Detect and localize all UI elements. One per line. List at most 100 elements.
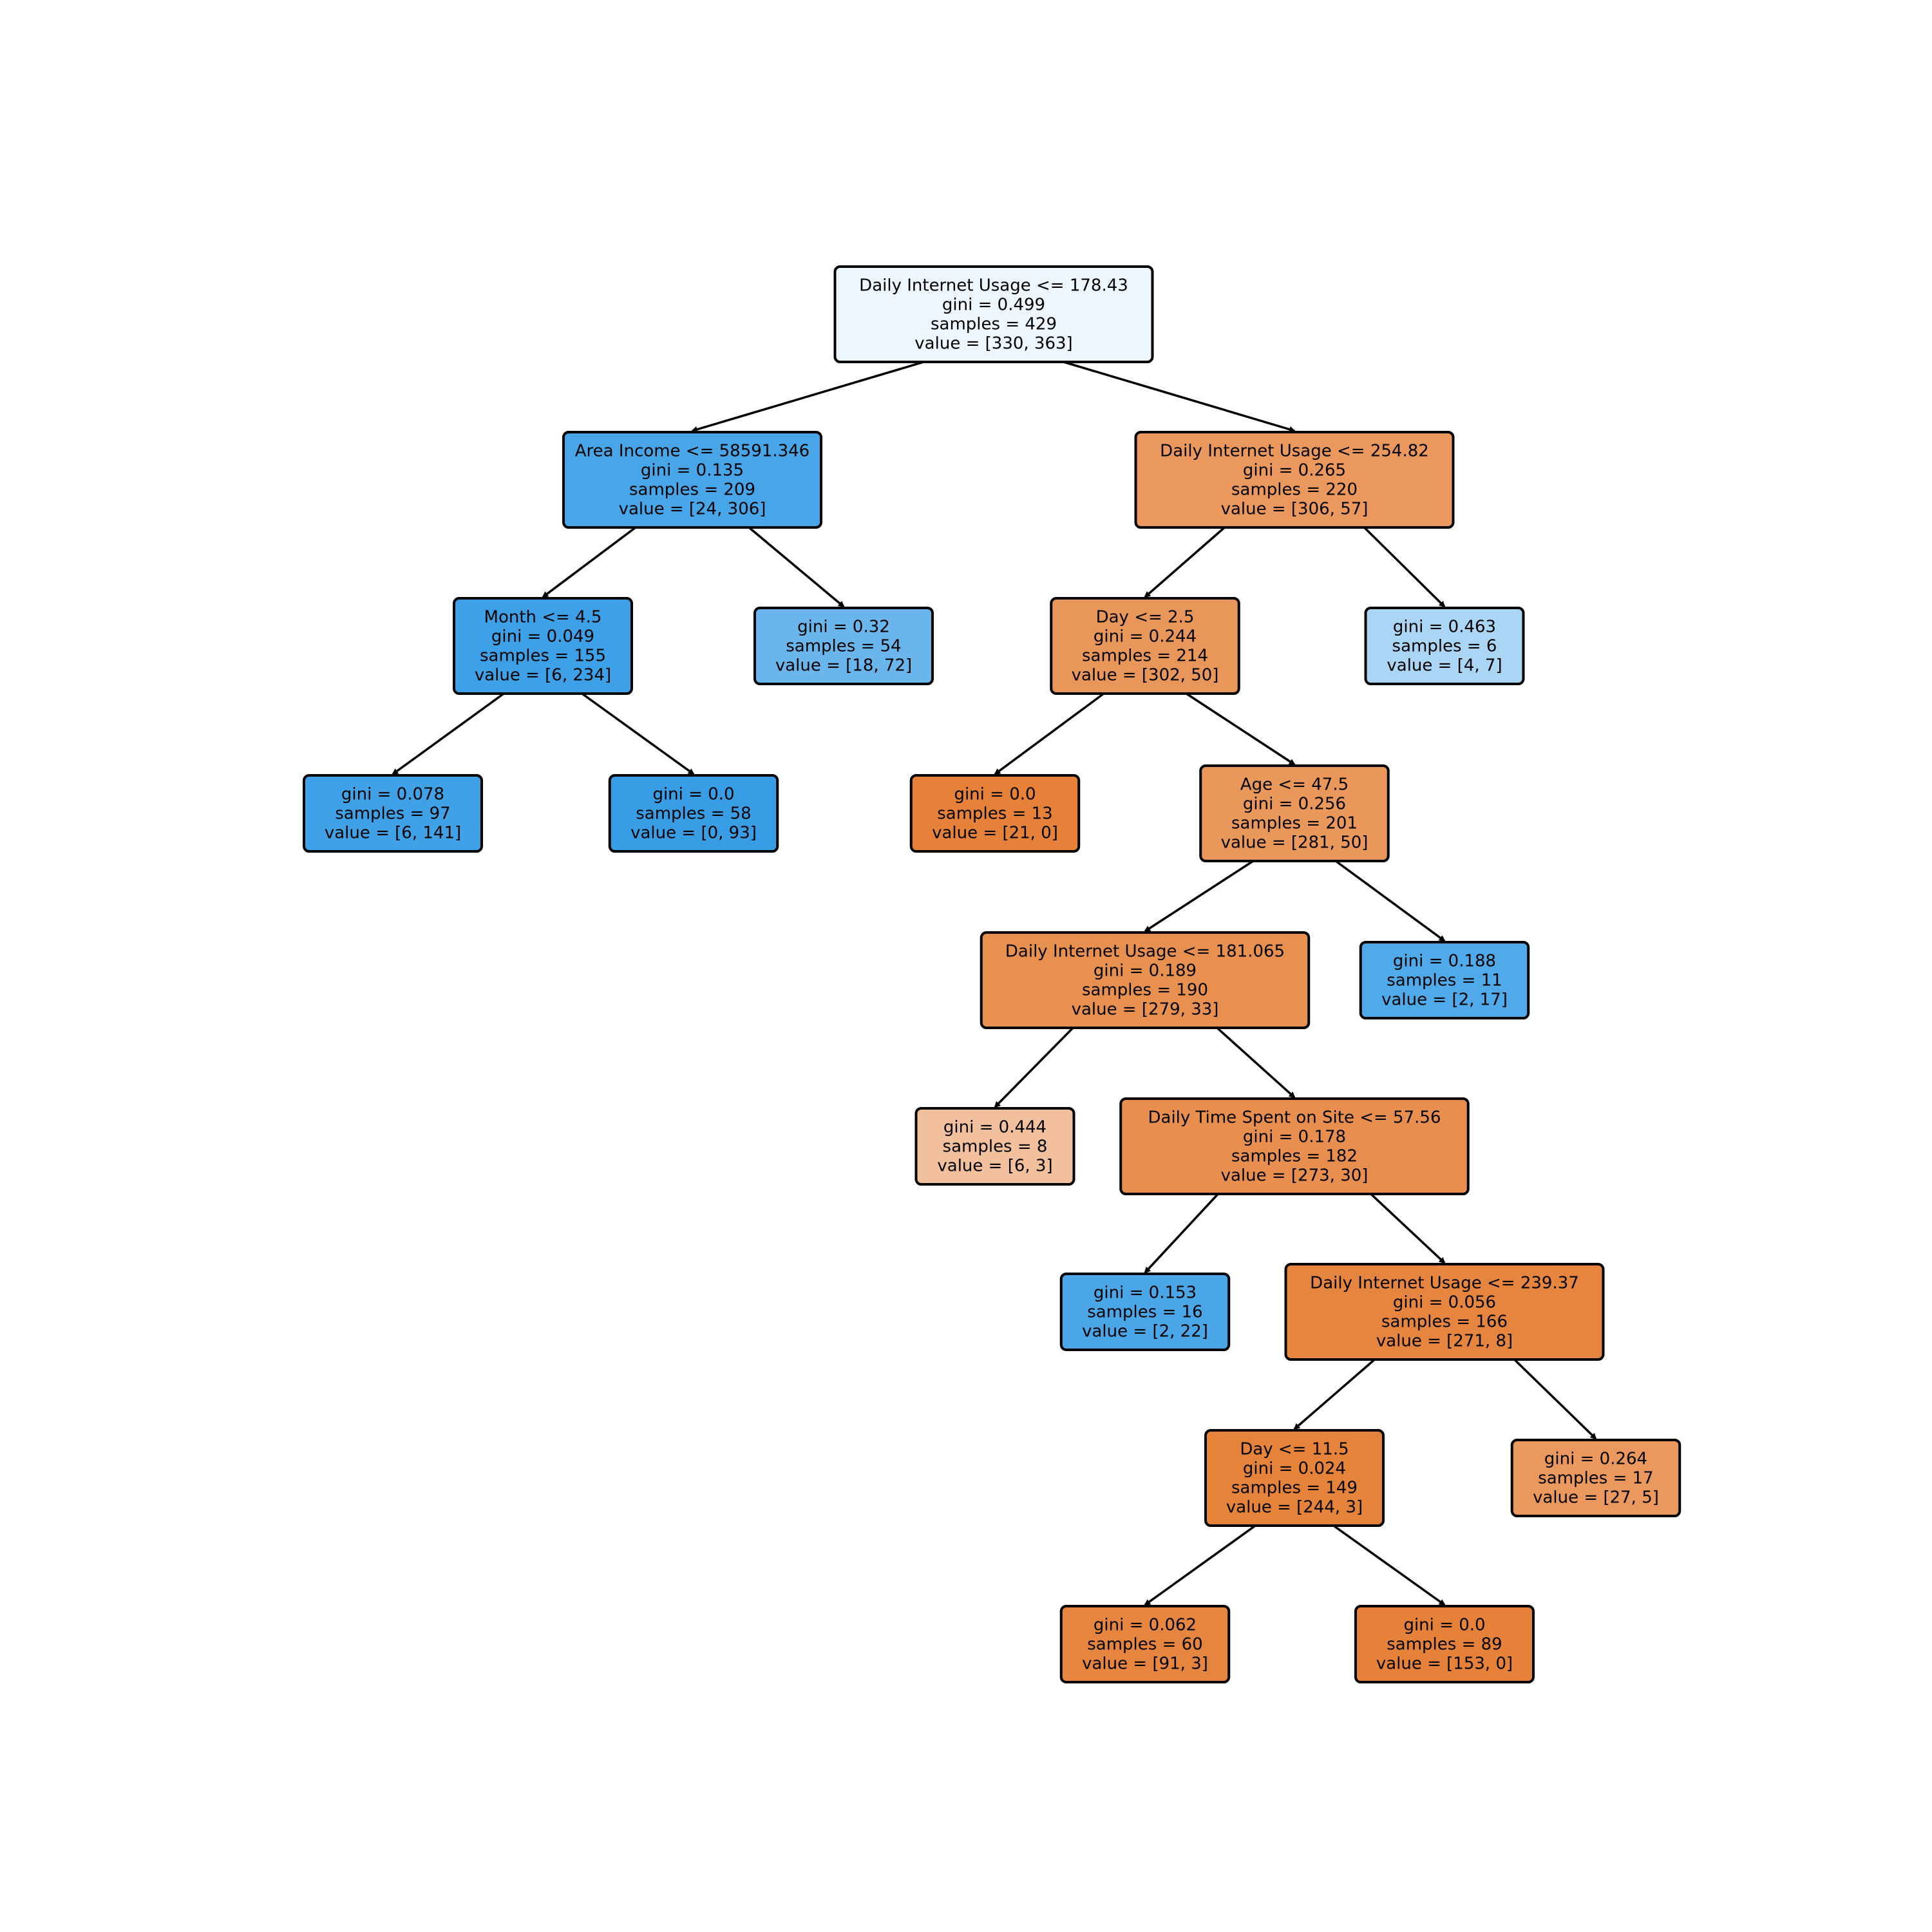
node-stat-line: value = [271, 8] (1376, 1331, 1513, 1350)
node-box (303, 774, 483, 853)
node-stat-line: samples = 17 (1538, 1468, 1653, 1488)
node-stat-line: gini = 0.32 (797, 617, 890, 636)
node-stat-line: gini = 0.0 (652, 784, 734, 804)
node-split-rule: Age <= 47.5 (1240, 775, 1349, 794)
node-stat-line: samples = 6 (1392, 636, 1497, 656)
node-stat-line: samples = 182 (1231, 1146, 1358, 1166)
node-stat-line: gini = 0.265 (1243, 460, 1346, 480)
node-stat-line: value = [153, 0] (1376, 1654, 1513, 1673)
node-box (1364, 607, 1525, 685)
node-split-rule: Daily Internet Usage <= 178.43 (859, 276, 1128, 295)
node-stat-line: samples = 8 (943, 1137, 1048, 1156)
node-stat-line: value = [0, 93] (630, 823, 757, 842)
node-stat-line: gini = 0.0 (954, 784, 1036, 804)
node-stat-line: samples = 16 (1087, 1302, 1202, 1321)
node-stat-line: gini = 0.049 (491, 627, 594, 646)
node-stat-line: gini = 0.244 (1094, 627, 1197, 646)
node-box (914, 1107, 1075, 1186)
edge-n2-n3 (392, 692, 505, 775)
node-split-rule: Month <= 4.5 (484, 607, 602, 627)
node-split-rule: Daily Time Spent on Site <= 57.56 (1148, 1108, 1441, 1127)
node-stat-line: value = [4, 7] (1387, 656, 1502, 675)
edge-n7-n8 (994, 692, 1104, 775)
tree-nodes: Daily Internet Usage <= 178.43 gini = 0.4… (303, 265, 1681, 1683)
node-stat-line: gini = 0.264 (1544, 1449, 1647, 1468)
node-stat-line: value = [6, 234] (475, 665, 611, 685)
node-stat-line: gini = 0.188 (1393, 951, 1496, 971)
node-stat-line: samples = 97 (335, 804, 450, 823)
node-stat-line: value = [91, 3] (1082, 1654, 1208, 1673)
node-stat-line: samples = 58 (636, 804, 751, 823)
node-stat-line: gini = 0.444 (943, 1117, 1046, 1137)
node-stat-line: value = [281, 50] (1221, 833, 1368, 852)
node-box (1359, 941, 1530, 1019)
node-stat-line: gini = 0.0 (1403, 1615, 1485, 1634)
edge-n9-n10 (1144, 860, 1254, 933)
node-box (1119, 1097, 1470, 1195)
node-stat-line: value = [21, 0] (932, 823, 1058, 842)
node-box (608, 774, 779, 853)
node-stat-line: value = [2, 17] (1381, 990, 1508, 1009)
node-stat-line: samples = 214 (1082, 646, 1208, 665)
node-box (1284, 1263, 1605, 1361)
node-stat-line: samples = 155 (480, 646, 606, 665)
node-stat-line: samples = 11 (1387, 971, 1502, 990)
edge-n12-n14 (1370, 1193, 1446, 1264)
node-box (753, 607, 934, 685)
node-box (1134, 431, 1455, 529)
node-stat-line: samples = 429 (931, 314, 1057, 334)
node-stat-line: samples = 209 (629, 480, 755, 499)
node-box (1354, 1605, 1535, 1683)
node-split-rule: Day <= 2.5 (1096, 607, 1195, 627)
edge-n12-n13 (1144, 1193, 1219, 1274)
node-stat-line: gini = 0.062 (1094, 1615, 1197, 1634)
edge-n10-n12 (1216, 1027, 1296, 1099)
node-box (1050, 597, 1240, 695)
node-stat-line: value = [27, 5] (1533, 1488, 1659, 1507)
node-stat-line: value = [6, 3] (937, 1156, 1052, 1175)
node-split-rule: Daily Internet Usage <= 254.82 (1160, 441, 1429, 460)
edge-n10-n11 (994, 1027, 1074, 1108)
node-stat-line: samples = 60 (1087, 1634, 1202, 1654)
node-split-rule: Daily Internet Usage <= 239.37 (1310, 1273, 1579, 1293)
node-box (1510, 1439, 1681, 1517)
node-stat-line: value = [6, 141] (325, 823, 461, 842)
edge-n1-n5 (748, 526, 845, 608)
node-box (1059, 1273, 1231, 1351)
node-stat-line: value = [24, 306] (619, 499, 766, 518)
edge-n15-n16 (1144, 1524, 1256, 1606)
edge-n9-n19 (1335, 860, 1446, 942)
edge-n1-n2 (542, 526, 637, 598)
node-box (980, 931, 1311, 1029)
node-box (453, 597, 633, 695)
node-box (909, 774, 1081, 853)
node-stat-line: value = [330, 363] (914, 334, 1072, 353)
edge-n6-n7 (1144, 526, 1226, 598)
node-stat-line: samples = 201 (1231, 813, 1358, 833)
node-stat-line: gini = 0.463 (1393, 617, 1496, 636)
node-box (562, 431, 822, 529)
node-stat-line: samples = 166 (1381, 1312, 1508, 1331)
node-stat-line: value = [244, 3] (1226, 1497, 1363, 1517)
node-stat-line: value = [2, 22] (1082, 1321, 1208, 1341)
edge-root-n6 (1063, 361, 1296, 433)
node-stat-line: gini = 0.078 (341, 784, 444, 804)
node-split-rule: Day <= 11.5 (1240, 1439, 1349, 1459)
node-stat-line: samples = 190 (1082, 980, 1208, 999)
